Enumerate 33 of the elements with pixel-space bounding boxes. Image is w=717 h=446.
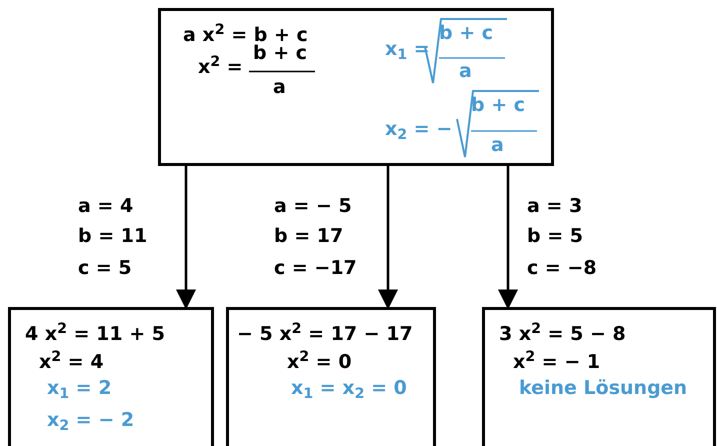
numerator: b + c bbox=[471, 93, 526, 117]
equation: 3 x$^{2}$ = 5 − 8 bbox=[499, 322, 626, 346]
denominator: a bbox=[459, 59, 472, 83]
solution: x$_{2}$ = − 2 bbox=[47, 408, 134, 432]
equation: x$^{2}$ = 0 bbox=[287, 350, 352, 374]
solution: x$_{1}$ = x$_{2}$ = 0 bbox=[291, 376, 407, 400]
arrow bbox=[176, 166, 196, 310]
parameter-value: a = 4 bbox=[78, 194, 134, 218]
parameter-value: b = 11 bbox=[78, 224, 148, 248]
arrow bbox=[378, 166, 398, 310]
formula-box bbox=[226, 307, 436, 446]
numerator: b + c bbox=[439, 21, 494, 45]
parameter-value: c = −8 bbox=[527, 256, 597, 280]
parameter-value: b = 17 bbox=[274, 224, 344, 248]
equation: x$^{2}$ = 4 bbox=[39, 350, 104, 374]
parameter-value: c = 5 bbox=[78, 256, 132, 280]
solution-text: keine Lösungen bbox=[519, 376, 688, 400]
equation: − 5 x$^{2}$ = 17 − 17 bbox=[237, 322, 413, 346]
equation: 4 x$^{2}$ = 11 + 5 bbox=[25, 322, 165, 346]
equation: x$_{2}$ = − bbox=[385, 117, 452, 141]
parameter-value: b = 5 bbox=[527, 224, 583, 248]
arrow bbox=[498, 166, 518, 310]
solution: x$_{1}$ = 2 bbox=[47, 376, 112, 400]
parameter-value: a = − 5 bbox=[274, 194, 352, 218]
formula-box bbox=[158, 8, 554, 166]
formula-box bbox=[8, 307, 214, 446]
parameter-value: a = 3 bbox=[527, 194, 582, 218]
formula-box bbox=[482, 307, 716, 446]
equation: x$^{2}$ = − 1 bbox=[513, 350, 600, 374]
parameter-value: c = −17 bbox=[274, 256, 357, 280]
denominator: a bbox=[273, 75, 286, 99]
denominator: a bbox=[491, 133, 504, 157]
equation: x$^{2}$ = bbox=[198, 55, 243, 79]
